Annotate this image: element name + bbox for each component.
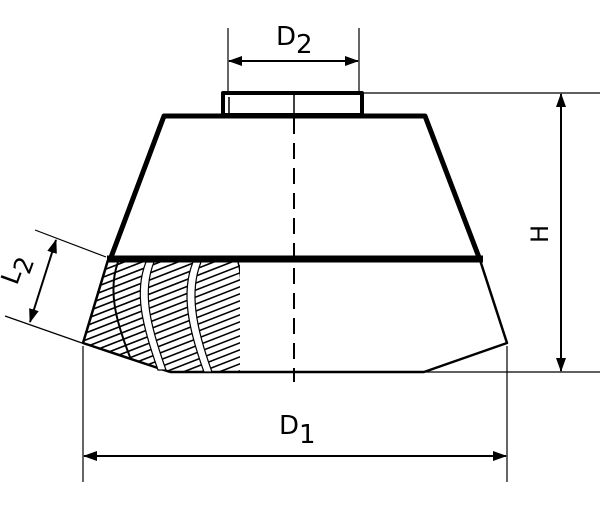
wire-hatching — [60, 174, 260, 483]
wire-hatch-line — [83, 260, 240, 337]
lower-section-right — [170, 259, 509, 374]
lower-section-left — [81, 259, 171, 374]
tuft-gap-2 — [186, 261, 213, 373]
wire-hatch-line — [60, 398, 260, 476]
h-label: H — [526, 225, 554, 243]
wire-hatch-line — [83, 369, 240, 372]
tuft-gaps — [139, 261, 213, 373]
wire-tufts — [60, 174, 260, 483]
wire-hatch-line — [60, 405, 260, 483]
wire-hatch-line — [83, 260, 240, 267]
wire-hatch-line — [60, 181, 260, 259]
threaded-hub — [221, 91, 364, 117]
d2-label-sub: 2 — [296, 30, 313, 60]
l2-extension-bottom — [4, 315, 83, 344]
l2-dimension-line — [29, 239, 57, 323]
wire-hatch-line — [83, 271, 240, 351]
h-label-main: H — [526, 225, 554, 243]
d1-label: D1 — [279, 411, 316, 450]
wire-hatch-line — [83, 260, 240, 330]
dimension-d2 — [227, 28, 360, 92]
tuft-boundary-1 — [112, 261, 133, 363]
l2-extension-top — [34, 229, 107, 258]
wire-hatch-line — [60, 377, 260, 455]
wire-hatch-line — [83, 334, 240, 372]
tuft-boundary-4 — [237, 261, 240, 372]
d2-label-main: D — [276, 22, 296, 52]
wire-hatch-line — [83, 341, 240, 372]
dimension-h — [364, 92, 600, 373]
wire-hatch-line — [83, 348, 240, 372]
wire-hatch-line — [83, 362, 240, 372]
wire-hatch-line — [83, 264, 240, 344]
wire-hatch-line — [60, 391, 260, 469]
wire-hatch-line — [60, 174, 260, 252]
d2-label: D2 — [276, 22, 313, 60]
wire-hatch-line — [83, 306, 240, 372]
l2-label: L2 — [0, 250, 40, 291]
wire-hatch-line — [83, 355, 240, 372]
dimension-d1 — [82, 346, 508, 482]
upper-housing — [107, 113, 483, 263]
d1-label-main: D — [279, 411, 299, 441]
wire-hatch-line — [60, 384, 260, 462]
tuft-gap-1 — [139, 261, 167, 371]
wire-hatch-line — [83, 278, 240, 358]
d1-label-sub: 1 — [299, 420, 316, 450]
wire-hatch-line — [83, 260, 240, 323]
dimension-l2 — [4, 229, 107, 344]
